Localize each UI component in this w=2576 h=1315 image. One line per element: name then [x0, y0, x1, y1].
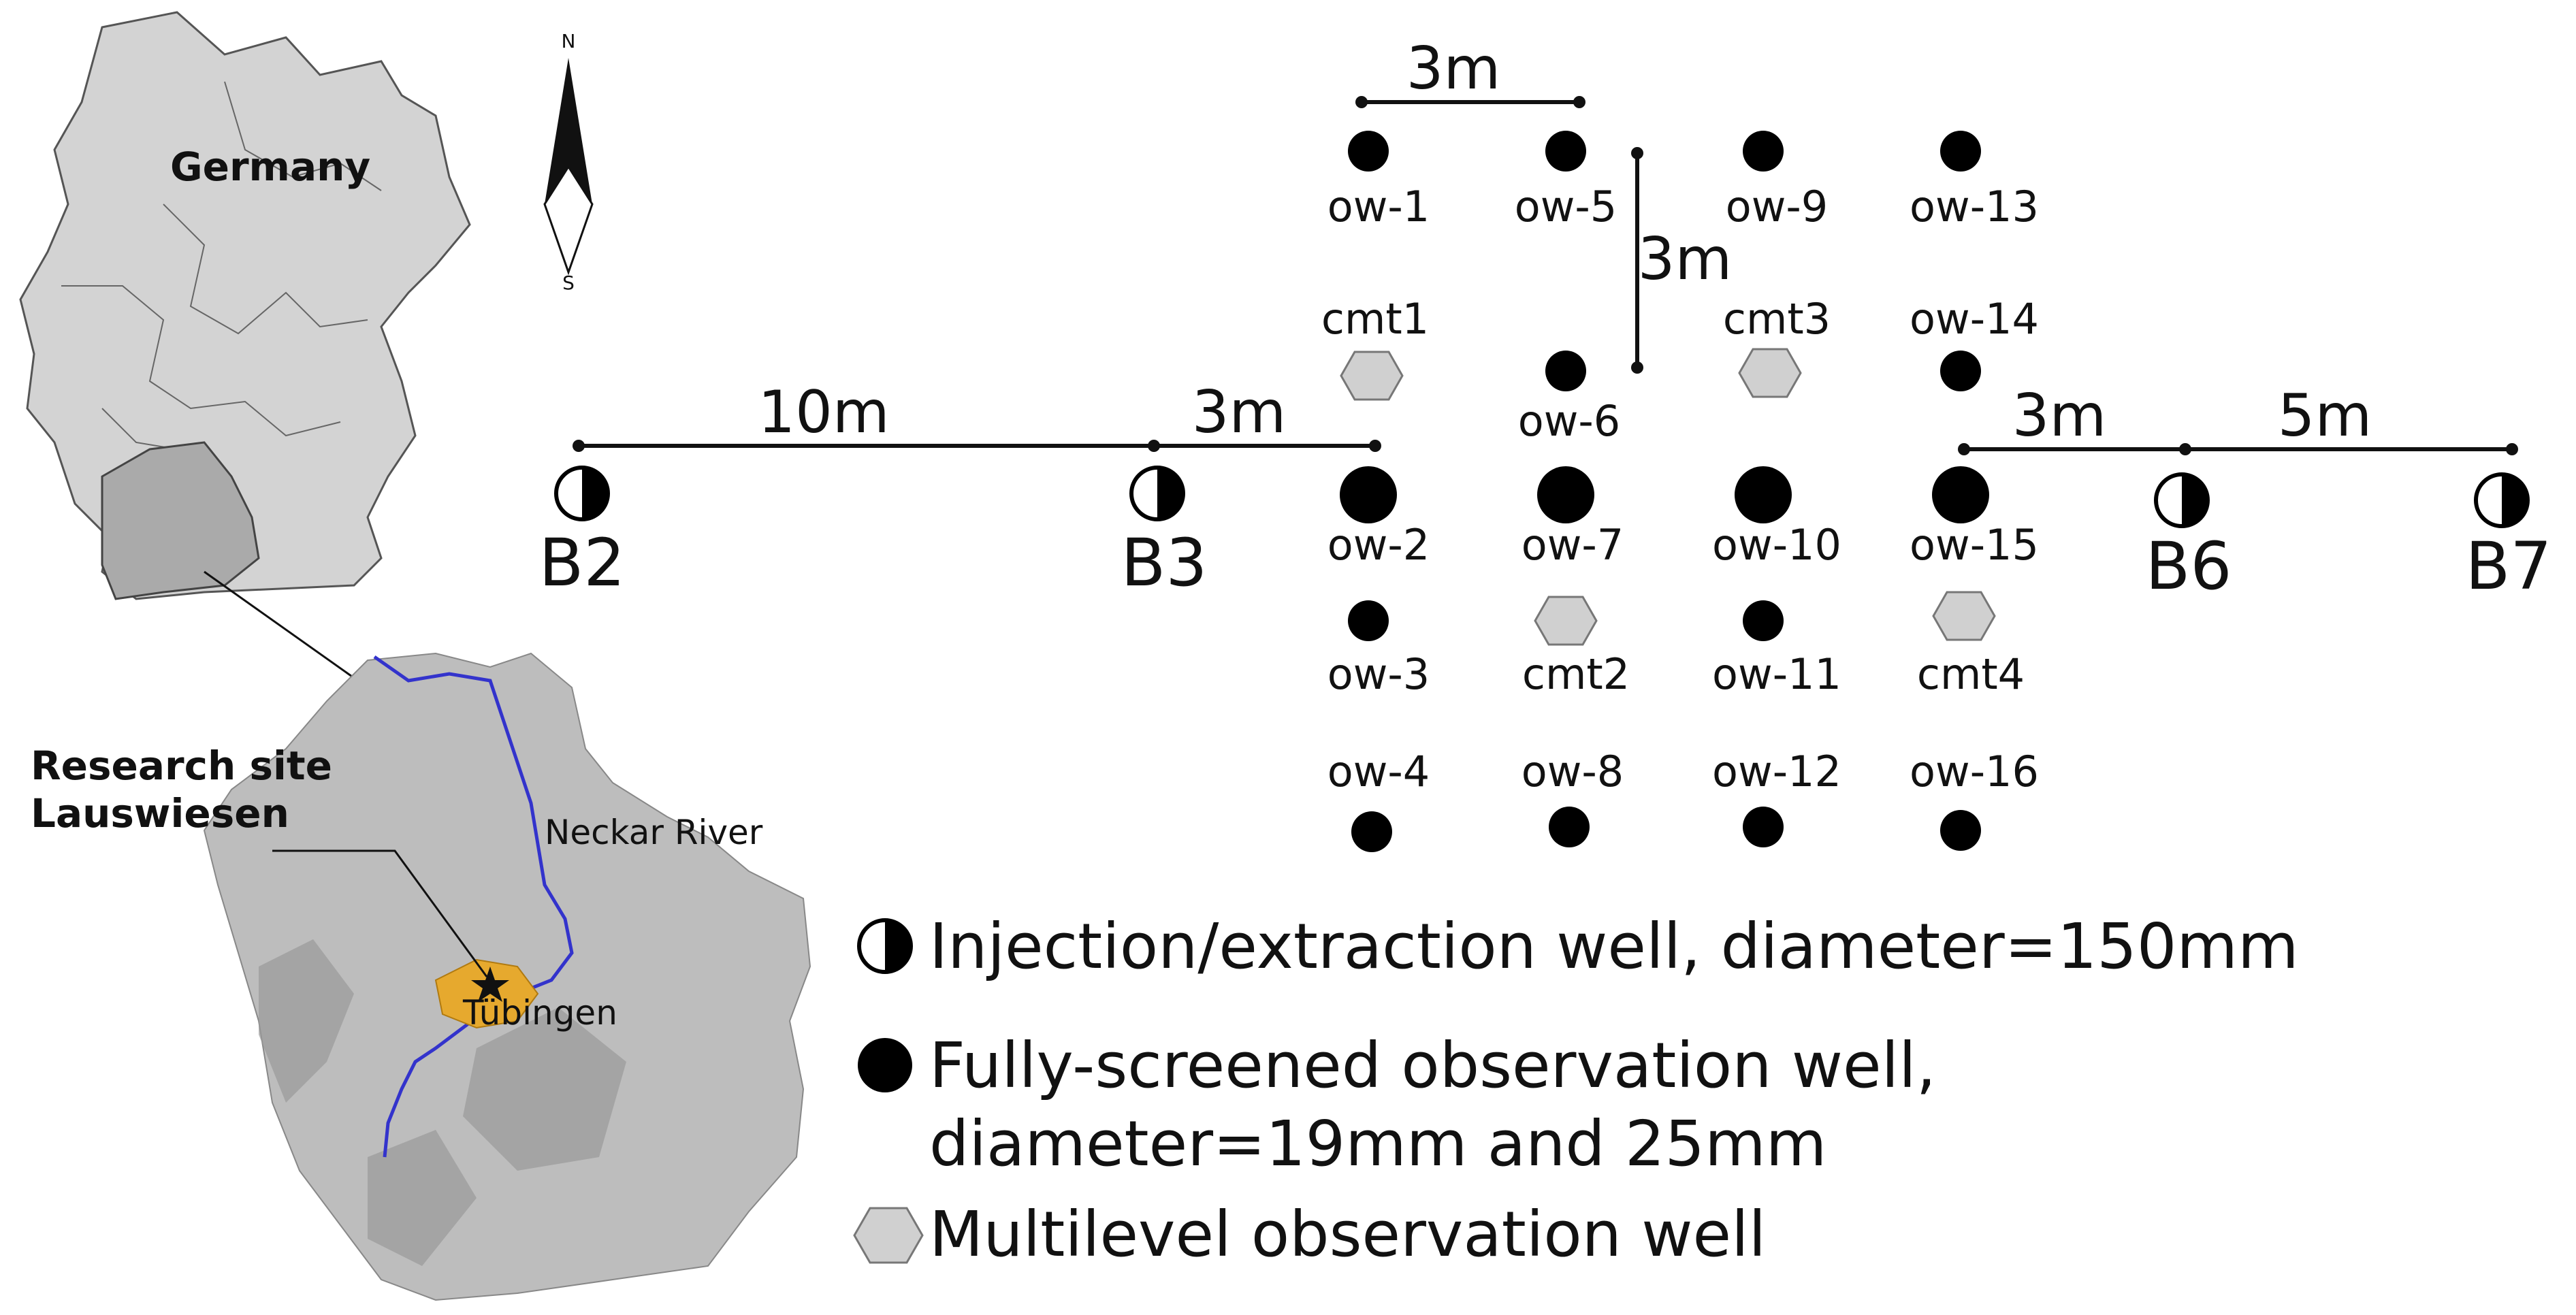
label-b3: B3 [1121, 525, 1208, 601]
well-b3 [1129, 466, 1185, 521]
label-ow-6: ow-6 [1518, 396, 1620, 446]
legend-injection-text: Injection/extraction well, diameter=150m… [929, 910, 2299, 983]
label-cmt1: cmt1 [1321, 294, 1429, 344]
well-ow-5 [1545, 131, 1586, 172]
well-cmt2 [1534, 596, 1598, 646]
well-ow-3 [1348, 600, 1389, 641]
legend-observation-text-1: Fully-screened observation well, [929, 1029, 1936, 1102]
site-label-line2: Lauswiesen [31, 790, 289, 837]
well-cmt4 [1932, 591, 1996, 641]
label-b7: B7 [2466, 528, 2552, 604]
dim-b2-b3-label: 10m [758, 378, 889, 447]
label-ow-9: ow-9 [1726, 182, 1828, 231]
label-ow-3: ow-3 [1327, 649, 1430, 699]
relief-shading [259, 939, 626, 1266]
label-ow-5: ow-5 [1515, 182, 1617, 231]
compass-north-label: N [562, 30, 576, 52]
well-b6 [2154, 472, 2210, 528]
label-ow-15: ow-15 [1910, 520, 2039, 570]
compass-south-label: S [562, 272, 575, 294]
country-label: Germany [170, 144, 370, 190]
state-borders [61, 81, 382, 450]
label-b2: B2 [539, 525, 626, 601]
label-ow-11: ow-11 [1712, 649, 1841, 699]
label-ow-7: ow-7 [1522, 520, 1624, 570]
well-ow-16 [1940, 810, 1981, 851]
legend-injection-symbol [857, 918, 913, 974]
well-ow-6 [1545, 351, 1586, 391]
site-label-line1: Research site [31, 743, 332, 789]
well-ow-2 [1340, 466, 1397, 523]
label-cmt3: cmt3 [1723, 294, 1831, 344]
research-site-star [471, 967, 509, 1002]
well-b2 [554, 466, 610, 521]
label-ow-4: ow-4 [1327, 747, 1430, 796]
dim-b6-b7-label: 5m [2278, 382, 2372, 450]
germany-outline [19, 11, 471, 600]
legend: Injection/extraction well, diameter=150m… [853, 910, 2299, 1271]
city-label: Tübingen [462, 993, 617, 1033]
well-ow-4 [1351, 811, 1392, 852]
dim-b3-ow2-label: 3m [1192, 378, 1287, 447]
well-ow-12 [1743, 807, 1784, 847]
label-b6: B6 [2146, 528, 2232, 604]
dim-vertical-label: 3m [1638, 225, 1733, 293]
multilevel-wells [1340, 348, 1996, 646]
river-label: Neckar River [545, 813, 763, 852]
label-ow-1: ow-1 [1327, 182, 1430, 231]
dim-top-label: 3m [1406, 35, 1501, 103]
label-ow-14: ow-14 [1910, 294, 2039, 344]
compass-north-arrow [545, 58, 592, 204]
well-ow-13 [1940, 131, 1981, 172]
legend-multilevel-symbol [853, 1207, 924, 1264]
observation-well-labels: ow-1 ow-5 ow-9 ow-13 ow-6 ow-14 ow-2 ow-… [1327, 182, 2039, 796]
well-layout: 3m 3m 10m 3m 3m 5m ow-1 ow-5 [539, 35, 2552, 852]
well-ow-15 [1932, 466, 1989, 523]
compass: N S [543, 30, 594, 294]
dimension-end-dots [573, 96, 2518, 455]
well-ow-7 [1537, 466, 1594, 523]
label-ow-2: ow-2 [1327, 520, 1430, 570]
label-ow-16: ow-16 [1910, 747, 2039, 796]
well-cmt1 [1340, 351, 1404, 401]
legend-multilevel-text: Multilevel observation well [929, 1198, 1766, 1271]
neckar-river [373, 655, 574, 1158]
label-ow-10: ow-10 [1712, 520, 1841, 570]
well-ow-1 [1348, 131, 1389, 172]
label-cmt2: cmt2 [1522, 649, 1630, 699]
label-ow-8: ow-8 [1522, 747, 1624, 796]
bw-highlight [101, 441, 260, 600]
well-ow-14 [1940, 351, 1981, 391]
label-ow-13: ow-13 [1910, 182, 2039, 231]
observation-wells [1340, 131, 1989, 852]
site-callout-line [272, 849, 488, 977]
dim-ow15-b6-label: 3m [2012, 382, 2107, 450]
multilevel-well-labels: cmt1 cmt2 cmt3 cmt4 [1321, 294, 2025, 699]
well-b7 [2474, 472, 2530, 528]
label-cmt4: cmt4 [1917, 649, 2025, 699]
dimension-lines [579, 100, 2512, 451]
injection-well-labels: B2 B3 B6 B7 [539, 525, 2552, 604]
injection-wells [554, 466, 2530, 528]
well-ow-11 [1743, 600, 1784, 641]
well-ow-9 [1743, 131, 1784, 172]
label-ow-12: ow-12 [1712, 747, 1841, 796]
well-ow-8 [1549, 807, 1590, 847]
well-ow-10 [1735, 466, 1792, 523]
compass-south-arrow [543, 165, 594, 276]
overview-map: Germany Research site Lauswiesen Neckar … [19, 11, 811, 1301]
legend-observation-text-2: diameter=19mm and 25mm [929, 1107, 1826, 1180]
well-cmt3 [1738, 348, 1802, 398]
legend-observation-symbol [858, 1038, 912, 1092]
